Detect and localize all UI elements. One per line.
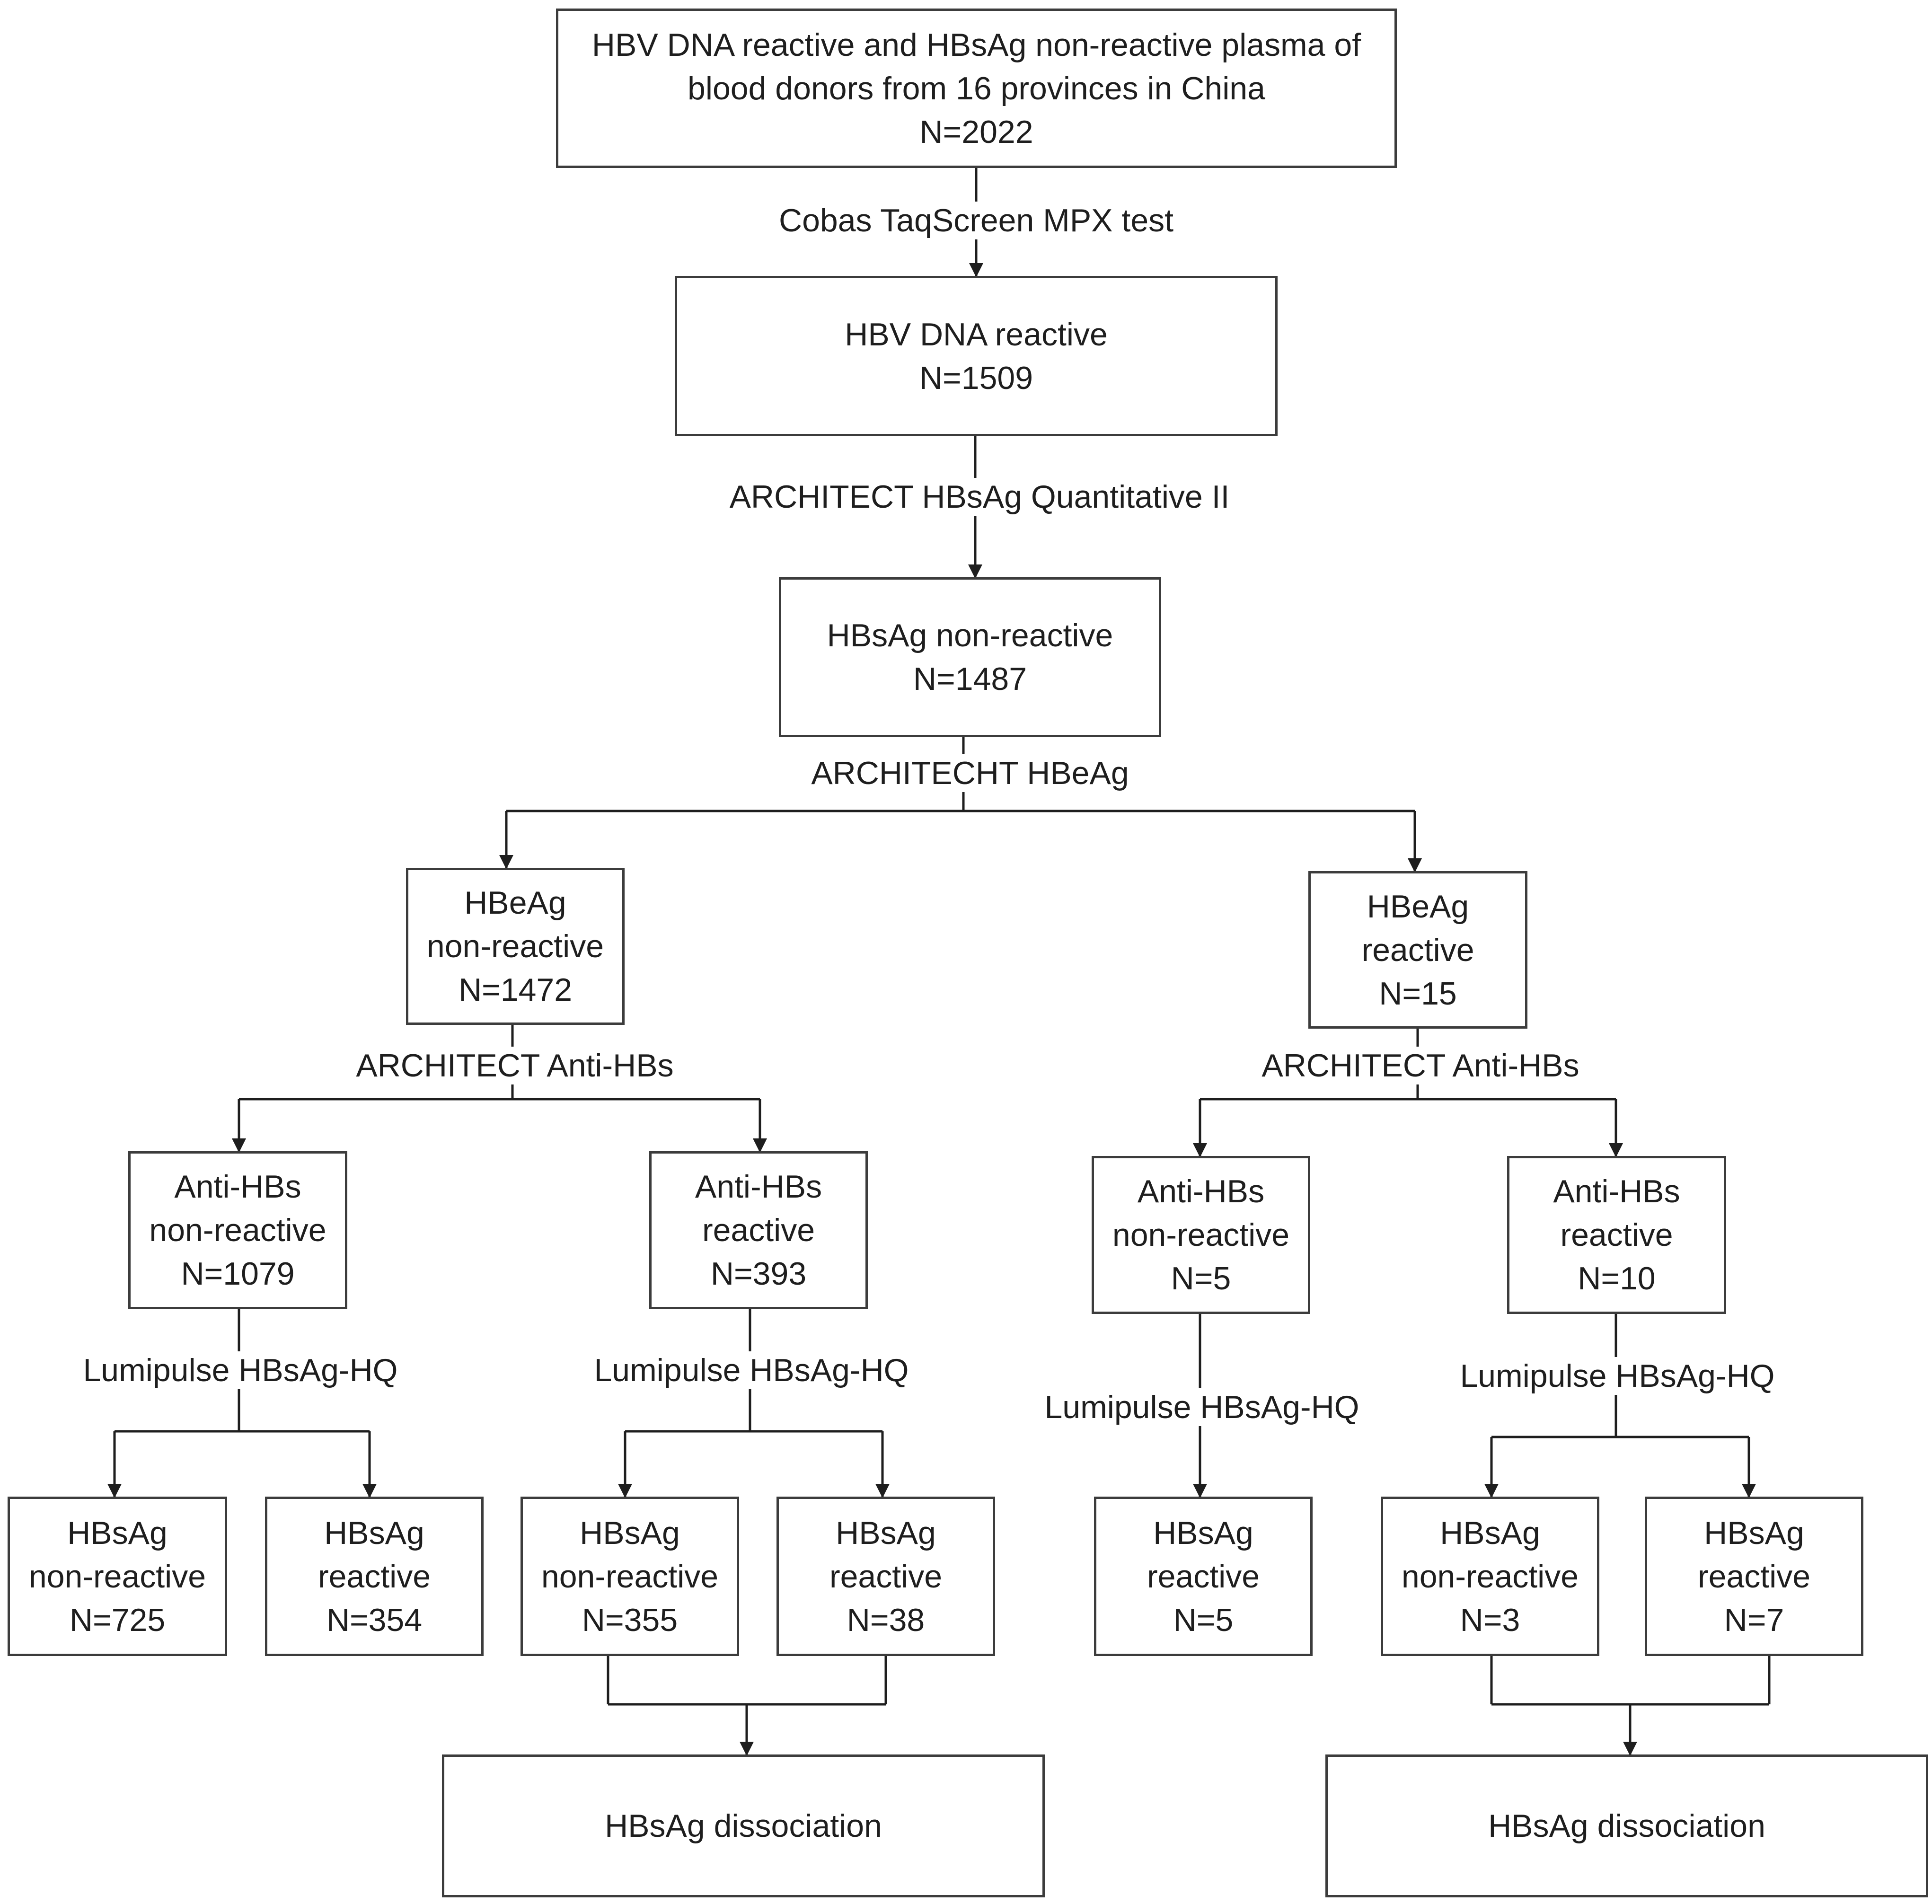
box-hbsag-non-reactive-3: HBsAg non-reactive N=3 [1381, 1497, 1599, 1656]
box-anti-hbs-non-reactive-left: Anti-HBs non-reactive N=1079 [128, 1151, 347, 1309]
box-hbeag-reactive: HBeAg reactive N=15 [1308, 871, 1527, 1029]
label-lumipulse-3: Lumipulse HBsAg-HQ [1038, 1388, 1366, 1426]
box-hbsag-non-reactive: HBsAg non-reactive N=1487 [779, 577, 1161, 737]
box-hbeag-non-reactive: HBeAg non-reactive N=1472 [406, 868, 625, 1025]
label-lumipulse-4: Lumipulse HBsAg-HQ [1453, 1357, 1782, 1395]
box-hbv-dna-reactive: HBV DNA reactive N=1509 [675, 276, 1278, 436]
label-cobas-test: Cobas TaqScreen MPX test [772, 202, 1181, 239]
box-hbsag-non-reactive-355: HBsAg non-reactive N=355 [520, 1497, 739, 1656]
label-architect-hbeag: ARCHITECHT HBeAg [804, 754, 1136, 792]
label-anti-hbs-left: ARCHITECT Anti-HBs [349, 1047, 680, 1084]
label-architect-hbsag: ARCHITECT HBsAg Quantitative II [723, 478, 1236, 516]
box-hbsag-non-reactive-725: HBsAg non-reactive N=725 [8, 1497, 227, 1656]
label-lumipulse-1: Lumipulse HBsAg-HQ [76, 1351, 405, 1389]
box-anti-hbs-non-reactive-right: Anti-HBs non-reactive N=5 [1092, 1156, 1310, 1314]
box-anti-hbs-reactive-right: Anti-HBs reactive N=10 [1507, 1156, 1726, 1314]
box-anti-hbs-reactive-left: Anti-HBs reactive N=393 [649, 1151, 868, 1309]
box-hbsag-reactive-354: HBsAg reactive N=354 [265, 1497, 484, 1656]
box-hbsag-reactive-38: HBsAg reactive N=38 [776, 1497, 995, 1656]
box-hbsag-reactive-5: HBsAg reactive N=5 [1094, 1497, 1313, 1656]
box-hbsag-reactive-7: HBsAg reactive N=7 [1645, 1497, 1863, 1656]
box-root-plasma: HBV DNA reactive and HBsAg non-reactive … [556, 9, 1397, 168]
label-anti-hbs-right: ARCHITECT Anti-HBs [1255, 1047, 1586, 1084]
label-lumipulse-2: Lumipulse HBsAg-HQ [587, 1351, 916, 1389]
box-hbsag-dissociation-left: HBsAg dissociation [442, 1754, 1045, 1897]
box-hbsag-dissociation-right: HBsAg dissociation [1325, 1754, 1928, 1897]
